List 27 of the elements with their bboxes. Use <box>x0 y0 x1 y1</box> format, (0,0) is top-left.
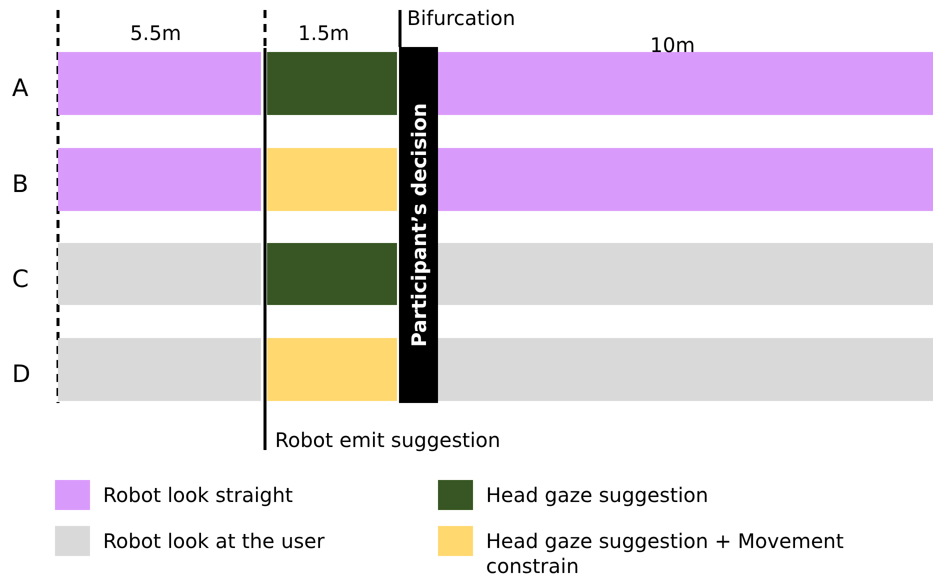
dimension-label: 10m <box>650 35 695 55</box>
dimension-label: 1.5m <box>298 23 350 43</box>
timeline-bar <box>438 52 933 115</box>
row-label: B <box>12 172 28 196</box>
timeline-bar <box>267 243 397 305</box>
decision-bar <box>399 47 438 403</box>
timeline-bar <box>438 338 933 401</box>
timeline-bar <box>267 148 397 211</box>
legend-label: Head gaze suggestion + Movement constrain <box>486 529 845 579</box>
legend-label: Robot look straight <box>103 483 294 508</box>
legend-label: Robot look at the user <box>103 529 326 554</box>
row-label: A <box>12 76 28 100</box>
marker-label: Bifurcation <box>407 8 516 28</box>
timeline-bar <box>438 243 933 305</box>
timeline-bar <box>267 338 397 401</box>
timeline-bar <box>58 148 261 211</box>
timeline-bar <box>58 243 261 305</box>
legend-label: Head gaze suggestion <box>486 483 710 508</box>
marker-label: Robot emit suggestion <box>275 430 500 450</box>
timeline-bar <box>438 148 933 211</box>
timeline-bar <box>58 338 261 401</box>
timeline-bar <box>58 52 261 115</box>
row-label: C <box>12 267 29 291</box>
timeline-bar <box>267 52 397 115</box>
dimension-label: 5.5m <box>130 23 182 43</box>
row-label: D <box>12 362 30 386</box>
decision-label: Participant’s decision <box>406 103 430 347</box>
